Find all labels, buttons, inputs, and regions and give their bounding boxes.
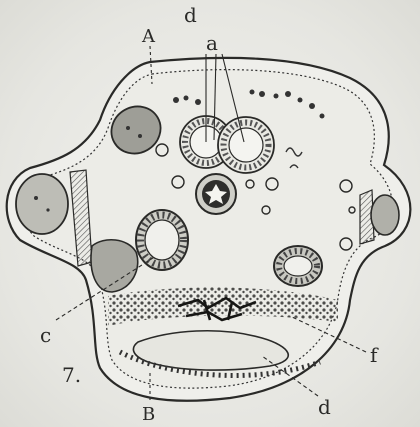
label-A: A: [141, 26, 156, 47]
figure-number: 7.: [62, 363, 81, 387]
left-lateral-sac: [16, 174, 68, 234]
label-B: B: [142, 404, 155, 425]
label-a: a: [206, 31, 218, 55]
label-c: c: [40, 323, 51, 347]
tubule-right: [274, 246, 322, 286]
label-f: f: [370, 343, 379, 367]
label-d-bottom: d: [318, 395, 331, 419]
central-tubule: [196, 174, 236, 214]
tubule-a-right: [218, 117, 274, 173]
tubule-c: [136, 210, 188, 270]
label-d-top: d: [184, 3, 197, 27]
right-lateral-sac: [371, 195, 399, 235]
